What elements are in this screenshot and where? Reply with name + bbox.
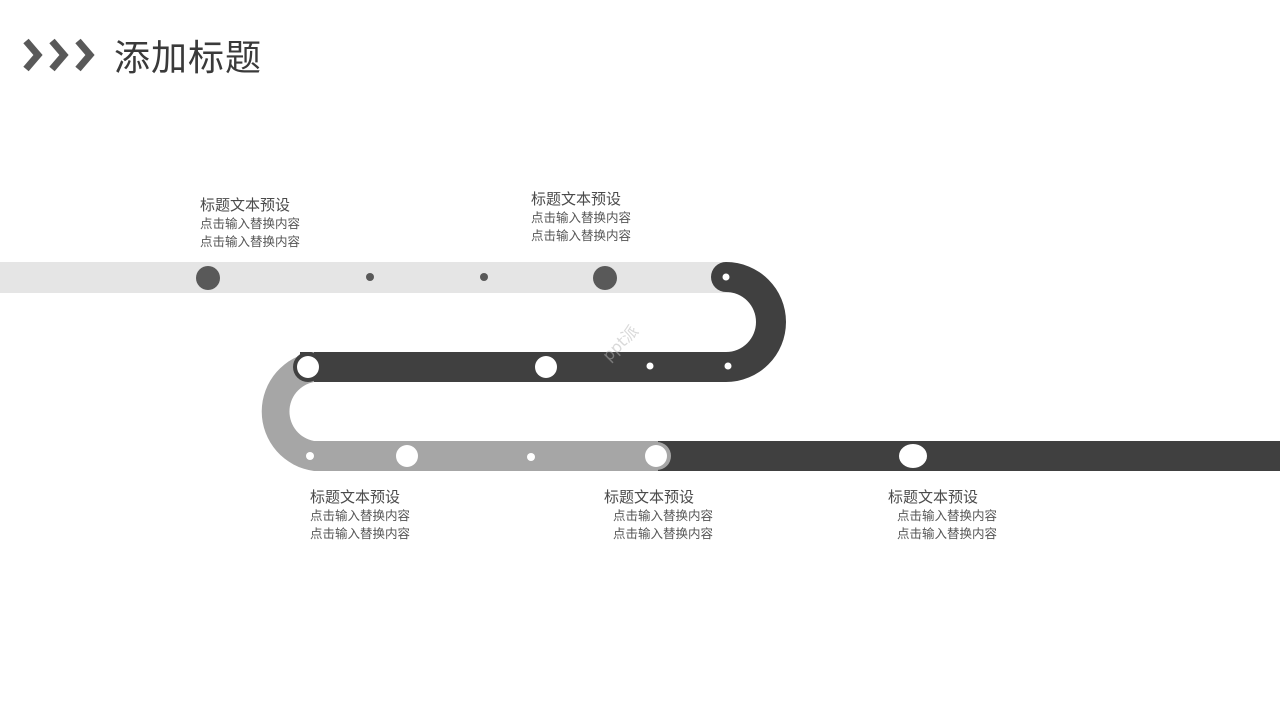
milestone-text: 点击输入替换内容: [897, 508, 998, 523]
milestone-text: 点击输入替换内容: [200, 234, 301, 249]
milestone-text: 点击输入替换内容: [531, 228, 632, 243]
slide-header: 添加标题: [20, 30, 262, 80]
milestone-label-5: 标题文本预设 点击输入替换内容 点击输入替换内容: [888, 487, 997, 543]
milestone-marker: [396, 445, 418, 467]
milestone-label-2: 标题文本预设 点击输入替换内容 点击输入替换内容: [531, 189, 631, 245]
milestone-title: 标题文本预设: [200, 196, 291, 214]
milestone-label-4: 标题文本预设 点击输入替换内容 点击输入替换内容: [604, 487, 713, 543]
track-bottom: [658, 441, 1280, 471]
milestone-text: 点击输入替换内容: [310, 508, 411, 523]
track-curve-right: [300, 262, 786, 382]
milestone-title: 标题文本预设: [888, 488, 979, 506]
slide-title: 添加标题: [114, 38, 263, 79]
track-top: [0, 262, 730, 293]
milestone-text: 点击输入替换内容: [897, 526, 998, 541]
milestone-title: 标题文本预设: [604, 488, 695, 506]
milestone-title: 标题文本预设: [531, 190, 622, 208]
milestone-marker: [593, 266, 617, 290]
milestone-title: 标题文本预设: [310, 488, 401, 506]
milestone-label-3: 标题文本预设 点击输入替换内容 点击输入替换内容: [310, 487, 410, 543]
milestone-marker: [899, 444, 927, 468]
milestone-marker: [196, 266, 220, 290]
milestone-marker: [297, 356, 319, 378]
milestone-marker: [645, 445, 667, 467]
milestone-label-1: 标题文本预设 点击输入替换内容 点击输入替换内容: [200, 195, 300, 251]
track-curve-left: [261, 352, 662, 471]
milestone-text: 点击输入替换内容: [613, 508, 714, 523]
milestone-text: 点击输入替换内容: [200, 216, 301, 231]
milestone-text: 点击输入替换内容: [310, 526, 411, 541]
milestone-text: 点击输入替换内容: [531, 210, 632, 225]
milestone-text: 点击输入替换内容: [613, 526, 714, 541]
triple-chevron-right-icon: [23, 38, 95, 72]
